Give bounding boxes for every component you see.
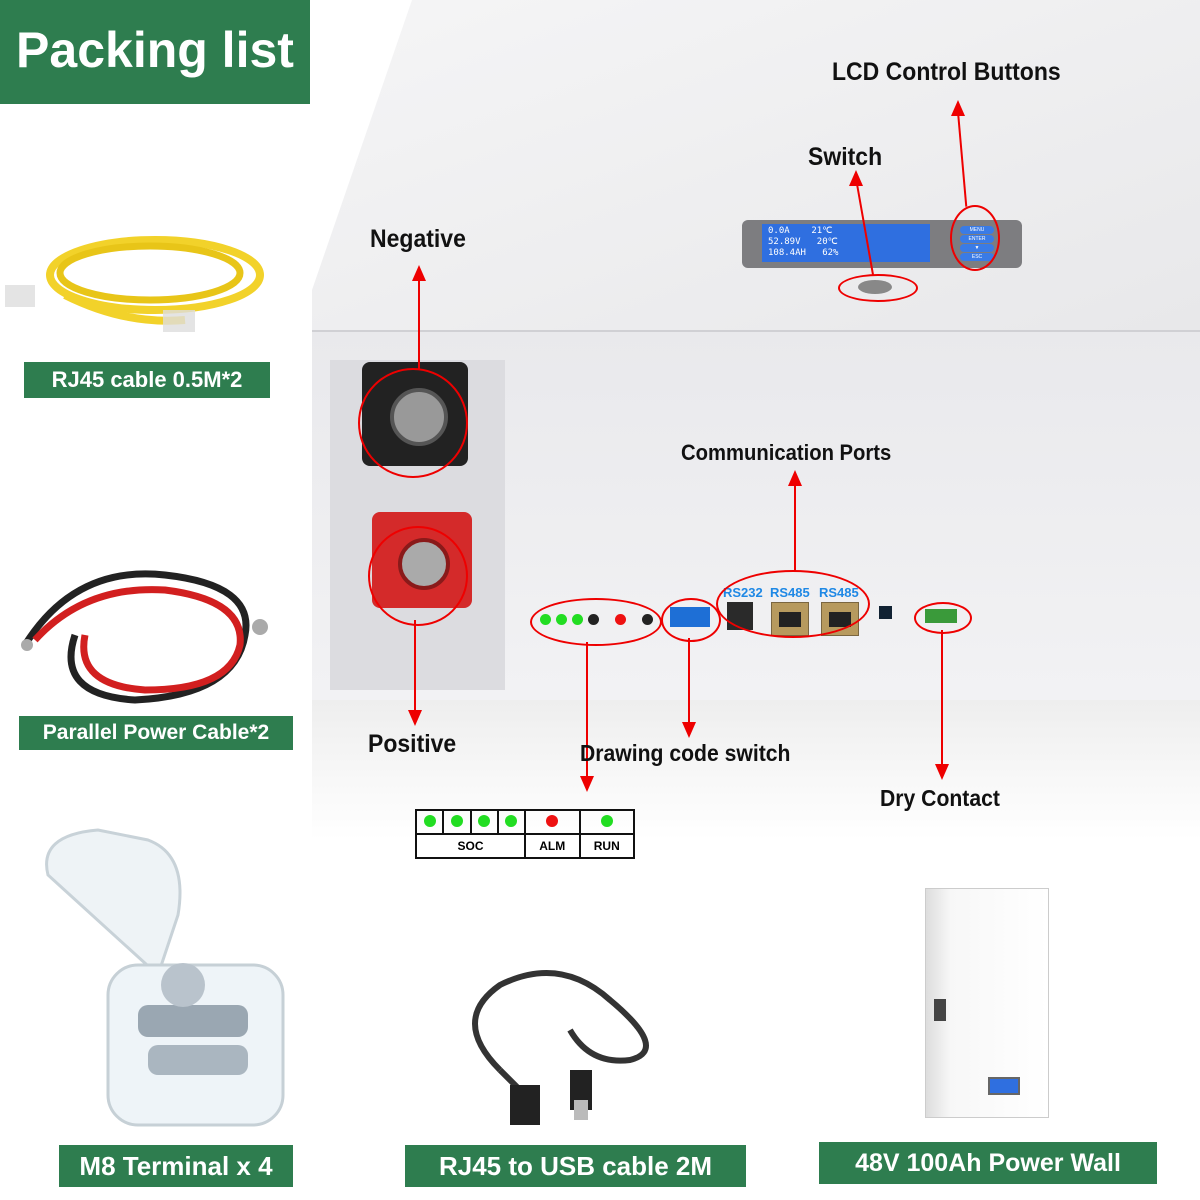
arrow-icon [408, 710, 422, 726]
led-highlight [530, 598, 662, 646]
green-led-icon [505, 814, 518, 827]
pointer-line [941, 630, 943, 768]
item-label: 48V 100Ah Power Wall [817, 1140, 1159, 1186]
green-led-icon [600, 814, 613, 827]
lcd-row: 52.89V 20℃ [768, 237, 924, 248]
page-title: Packing list [0, 0, 310, 104]
item-label: M8 Terminal x 4 [57, 1143, 295, 1189]
lcd-screen: 0.0A 21℃ 52.89V 20℃ 108.4AH 62% [762, 224, 930, 262]
lcd-screen [988, 1077, 1020, 1095]
dry-contact-highlight [914, 602, 972, 634]
parallel-power-cable-image [21, 570, 268, 704]
led-cell [524, 809, 581, 835]
small-button[interactable] [879, 606, 892, 619]
yellow-ethernet-cable-image [5, 236, 264, 332]
green-led-icon [478, 814, 491, 827]
battery-top-surface [312, 0, 1200, 330]
pointer-line [586, 642, 588, 782]
switch-highlight [838, 274, 918, 302]
lcd-row: 108.4AH 62% [768, 248, 924, 259]
item-label: Parallel Power Cable*2 [17, 714, 295, 752]
pointer-line [688, 638, 690, 726]
lcd-value: 20℃ [816, 237, 838, 247]
handle [934, 999, 946, 1021]
pointer-line [418, 278, 420, 370]
dry-contact-label: Dry Contact [880, 785, 1000, 811]
m8-terminal-box-image [45, 828, 285, 1127]
lcd-value: 62% [822, 248, 839, 258]
led-cell [496, 809, 527, 835]
arrow-icon [935, 764, 949, 780]
led-legend-table: SOC ALM RUN [414, 809, 635, 859]
led-cell [414, 809, 445, 835]
rj45-usb-cable-image [472, 970, 649, 1125]
lcd-value: 0.0A [768, 226, 790, 236]
item-label: RJ45 cable 0.5M*2 [22, 360, 272, 400]
arrow-icon [788, 470, 802, 486]
dip-highlight [661, 598, 721, 642]
dip-switch-label: Drawing code switch [580, 740, 791, 766]
lcd-control-buttons-label: LCD Control Buttons [832, 58, 1061, 86]
item-label: RJ45 to USB cable 2M [403, 1143, 748, 1189]
lcd-row: 0.0A 21℃ [768, 226, 924, 237]
communication-ports-label: Communication Ports [681, 440, 892, 465]
switch-label: Switch [808, 143, 883, 171]
green-led-icon [423, 814, 436, 827]
arrow-icon [412, 265, 426, 281]
lcd-value: 108.4AH [768, 248, 806, 258]
arrow-icon [682, 722, 696, 738]
positive-label: Positive [368, 730, 457, 758]
label-row: SOC ALM RUN [415, 833, 635, 859]
green-led-icon [450, 814, 463, 827]
arrow-icon [849, 170, 863, 186]
led-cell [469, 809, 499, 835]
run-label: RUN [578, 833, 635, 859]
led-cell [442, 809, 472, 835]
led-cell [578, 809, 635, 835]
lcd-buttons-highlight [950, 205, 1000, 271]
positive-highlight [368, 526, 468, 626]
negative-label: Negative [370, 225, 466, 253]
power-wall-battery-image [925, 888, 1049, 1118]
lcd-value: 21℃ [811, 226, 833, 236]
arrow-icon [580, 776, 594, 792]
alm-label: ALM [524, 833, 581, 859]
red-led-icon [546, 814, 559, 827]
led-row [414, 809, 635, 835]
lcd-value: 52.89V [768, 237, 801, 247]
negative-highlight [358, 368, 468, 478]
pointer-line [414, 620, 416, 712]
ports-highlight [716, 570, 870, 638]
soc-label: SOC [415, 833, 526, 859]
pointer-line [794, 484, 796, 572]
arrow-icon [951, 100, 965, 116]
